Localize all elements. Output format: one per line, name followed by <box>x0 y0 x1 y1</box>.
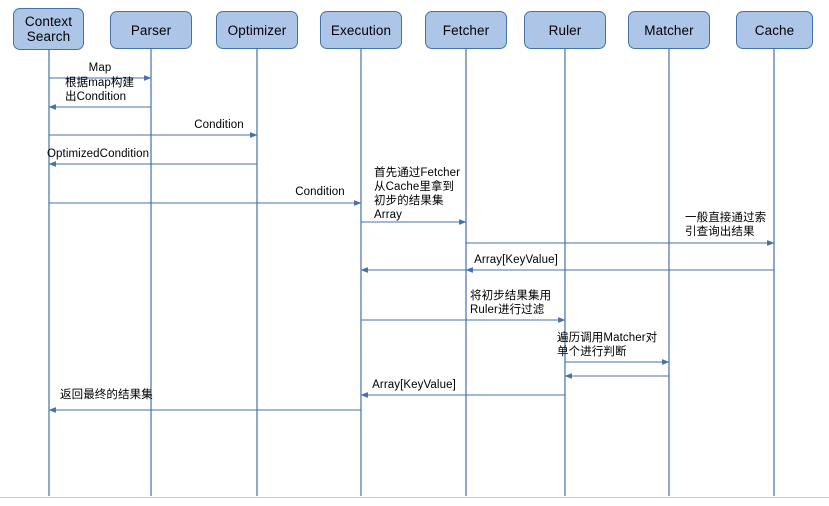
participant-label-ruler: Ruler <box>548 22 582 38</box>
message-label-fetch-from-cache: 首先通过Fetcher 从Cache里拿到 初步的结果集 Array <box>374 167 461 221</box>
participant-label-cache: Cache <box>754 22 795 38</box>
participant-box-optimizer[interactable]: Optimizer <box>216 11 298 49</box>
participant-label-fetcher: Fetcher <box>442 22 490 38</box>
message-label-query-by-index: 一般直接通过索 引查询出结果 <box>685 212 767 238</box>
participant-label-parser: Parser <box>130 22 172 38</box>
participant-box-context-search[interactable]: Context Search <box>13 8 84 50</box>
message-label-condition-to-optimizer: Condition <box>194 119 244 131</box>
message-arrows-group <box>48 75 775 413</box>
message-label-fetcher-to-execution-array: Array[KeyValue] <box>474 254 558 266</box>
participant-label-matcher: Matcher <box>644 22 694 38</box>
participant-box-cache[interactable]: Cache <box>736 11 813 49</box>
footer-divider <box>0 497 829 498</box>
participant-label-execution: Execution <box>330 22 392 38</box>
participant-label-context-search: Context Search <box>24 14 73 44</box>
message-label-iterate-matcher: 遍历调用Matcher对 单个进行判断 <box>557 332 658 358</box>
message-label-condition-to-execution: Condition <box>295 186 345 198</box>
message-label-map: Map <box>88 62 112 74</box>
message-label-return-final-result: 返回最终的结果集 <box>60 389 153 401</box>
message-label-optimized-condition: OptimizedCondition <box>47 148 150 160</box>
message-label-build-condition-from-map: 根据map构建 出Condition <box>65 77 135 103</box>
message-label-ruler-to-execution-array: Array[KeyValue] <box>372 379 456 391</box>
participant-label-optimizer: Optimizer <box>227 22 287 38</box>
participant-box-parser[interactable]: Parser <box>110 11 192 49</box>
participant-box-matcher[interactable]: Matcher <box>628 11 710 49</box>
lifelines-group <box>48 49 775 496</box>
participant-box-execution[interactable]: Execution <box>320 11 402 49</box>
message-label-filter-with-ruler: 将初步结果集用 Ruler进行过滤 <box>470 290 552 316</box>
participant-box-ruler[interactable]: Ruler <box>524 11 606 49</box>
participant-box-fetcher[interactable]: Fetcher <box>425 11 507 49</box>
